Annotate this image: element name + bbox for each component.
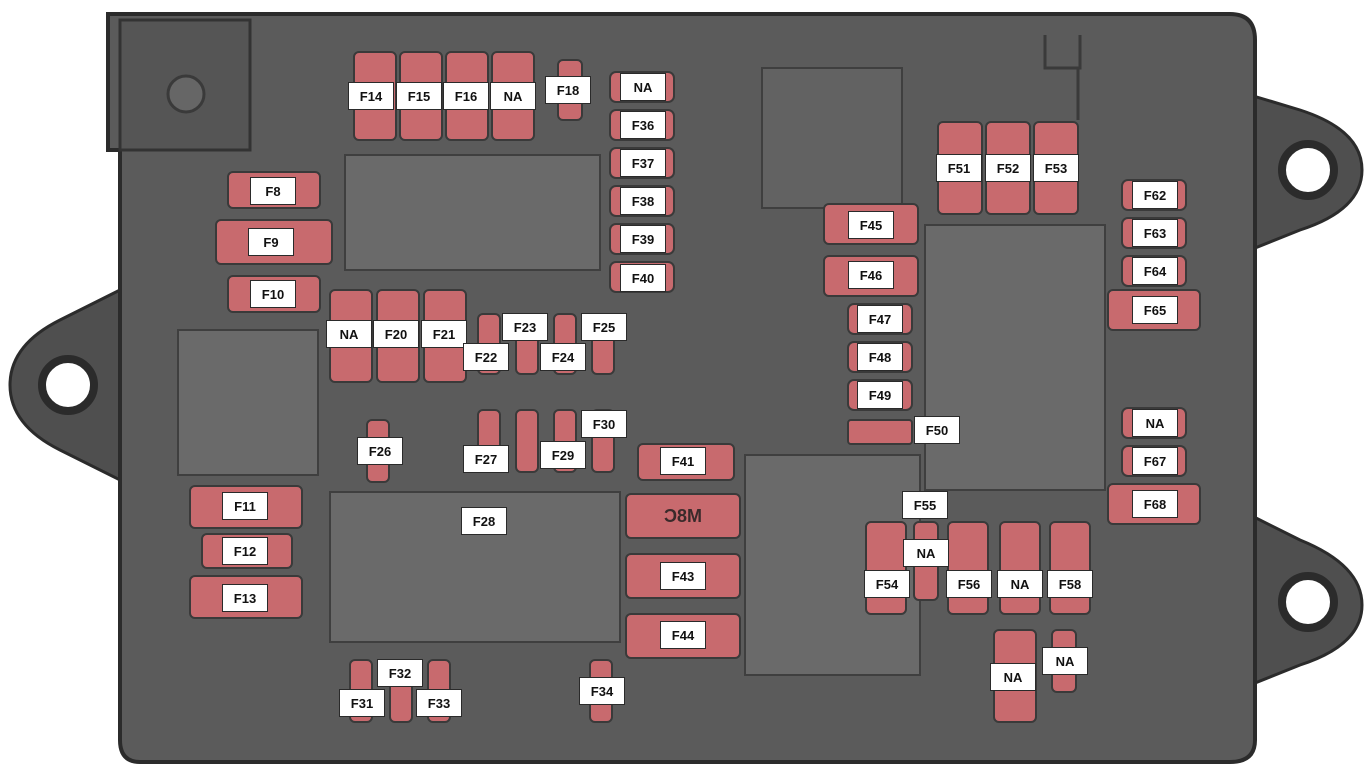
label-f25: F25 bbox=[581, 313, 627, 341]
fuse-marking: M8C bbox=[664, 505, 703, 526]
label-f40: F40 bbox=[620, 264, 666, 292]
label-f65: F65 bbox=[1132, 296, 1178, 324]
label-na-bot2: NA bbox=[1042, 647, 1088, 675]
label-f50: F50 bbox=[914, 416, 960, 444]
fuse-f28 bbox=[515, 409, 539, 473]
fuse-f54 bbox=[865, 521, 907, 615]
fuse-na-f57 bbox=[999, 521, 1041, 615]
left-mounting-hole bbox=[38, 355, 98, 415]
label-f63: F63 bbox=[1132, 219, 1178, 247]
label-f41: F41 bbox=[660, 447, 706, 475]
label-f36: F36 bbox=[620, 111, 666, 139]
label-na-top: NA bbox=[490, 82, 536, 110]
label-f14: F14 bbox=[348, 82, 394, 110]
fuse-f42 bbox=[625, 493, 741, 539]
panel bbox=[761, 67, 903, 209]
label-f45: F45 bbox=[848, 211, 894, 239]
label-f29: F29 bbox=[540, 441, 586, 469]
top-clip bbox=[1043, 35, 1082, 70]
label-f58: F58 bbox=[1047, 570, 1093, 598]
label-f28: F28 bbox=[461, 507, 507, 535]
label-f16: F16 bbox=[443, 82, 489, 110]
right-upper-mounting-hole bbox=[1278, 140, 1338, 200]
label-na-bot1: NA bbox=[990, 663, 1036, 691]
label-f38: F38 bbox=[620, 187, 666, 215]
label-f53: F53 bbox=[1033, 154, 1079, 182]
fuse-f50 bbox=[847, 419, 913, 445]
label-f26: F26 bbox=[357, 437, 403, 465]
label-f39: F39 bbox=[620, 225, 666, 253]
label-f44: F44 bbox=[660, 621, 706, 649]
label-f56: F56 bbox=[946, 570, 992, 598]
label-f15: F15 bbox=[396, 82, 442, 110]
label-f31: F31 bbox=[339, 689, 385, 717]
label-f54: F54 bbox=[864, 570, 910, 598]
label-f48: F48 bbox=[857, 343, 903, 371]
label-f21: F21 bbox=[421, 320, 467, 348]
fuse-f56 bbox=[947, 521, 989, 615]
label-na-f35: NA bbox=[620, 73, 666, 101]
label-f46: F46 bbox=[848, 261, 894, 289]
label-f32: F32 bbox=[377, 659, 423, 687]
right-lower-mounting-hole bbox=[1278, 572, 1338, 632]
relay-socket-knob bbox=[166, 74, 206, 114]
label-na-mid: NA bbox=[903, 539, 949, 567]
label-na-f57: NA bbox=[997, 570, 1043, 598]
label-f27: F27 bbox=[463, 445, 509, 473]
panel bbox=[177, 329, 319, 476]
label-f37: F37 bbox=[620, 149, 666, 177]
label-f13: F13 bbox=[222, 584, 268, 612]
fuse-f58 bbox=[1049, 521, 1091, 615]
label-f30: F30 bbox=[581, 410, 627, 438]
label-f20: F20 bbox=[373, 320, 419, 348]
label-f12: F12 bbox=[222, 537, 268, 565]
label-f43: F43 bbox=[660, 562, 706, 590]
label-f62: F62 bbox=[1132, 181, 1178, 209]
label-f9: F9 bbox=[248, 228, 294, 256]
label-f52: F52 bbox=[985, 154, 1031, 182]
label-f8: F8 bbox=[250, 177, 296, 205]
label-f33: F33 bbox=[416, 689, 462, 717]
label-f22: F22 bbox=[463, 343, 509, 371]
label-f24: F24 bbox=[540, 343, 586, 371]
label-na-f66: NA bbox=[1132, 409, 1178, 437]
label-f49: F49 bbox=[857, 381, 903, 409]
label-f55: F55 bbox=[902, 491, 948, 519]
label-f47: F47 bbox=[857, 305, 903, 333]
panel bbox=[344, 154, 601, 271]
label-f23: F23 bbox=[502, 313, 548, 341]
label-f11: F11 bbox=[222, 492, 268, 520]
panel bbox=[924, 224, 1106, 491]
label-na-f19: NA bbox=[326, 320, 372, 348]
label-f10: F10 bbox=[250, 280, 296, 308]
label-f18: F18 bbox=[545, 76, 591, 104]
label-f68: F68 bbox=[1132, 490, 1178, 518]
label-f34: F34 bbox=[579, 677, 625, 705]
label-f51: F51 bbox=[936, 154, 982, 182]
label-f67: F67 bbox=[1132, 447, 1178, 475]
label-f64: F64 bbox=[1132, 257, 1178, 285]
